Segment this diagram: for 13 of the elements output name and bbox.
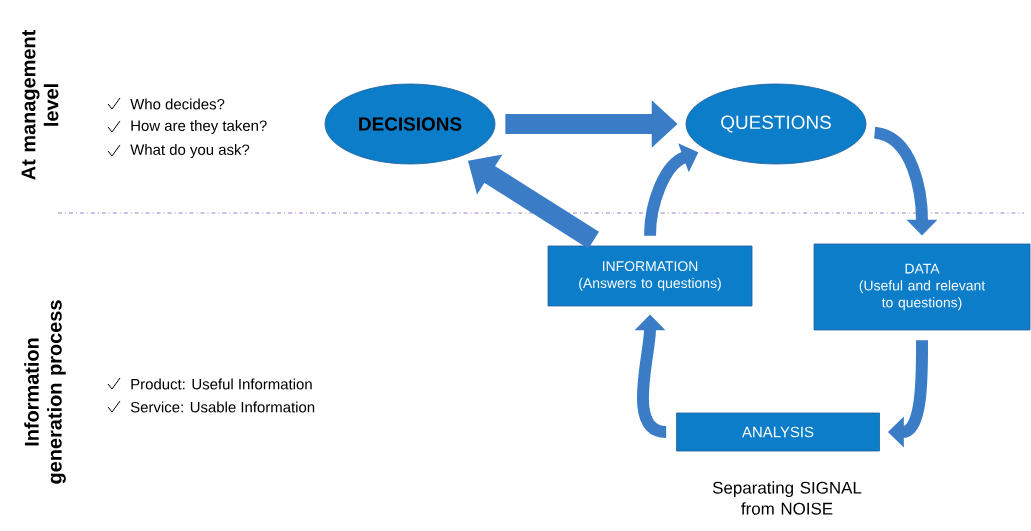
side-heading: Information generation process xyxy=(24,300,66,484)
ellipse-node: DECISIONS xyxy=(324,83,496,165)
process-box: ANALYSIS xyxy=(676,412,880,452)
list-item: How are they taken? xyxy=(131,120,267,134)
ellipse-node: QUESTIONS xyxy=(685,83,867,165)
side-heading: At management level xyxy=(21,29,59,180)
list-item: Product: Useful Information xyxy=(131,378,312,390)
process-box: DATA (Useful and relevant to questions) xyxy=(813,243,1031,331)
node-caption: Separating SIGNAL from NOISE xyxy=(712,481,862,515)
list-item: Who decides? xyxy=(130,98,225,110)
process-box: INFORMATION (Answers to questions) xyxy=(547,245,753,307)
list-item: What do you ask? xyxy=(130,144,250,158)
list-item: Service: Usable Information xyxy=(130,401,315,413)
